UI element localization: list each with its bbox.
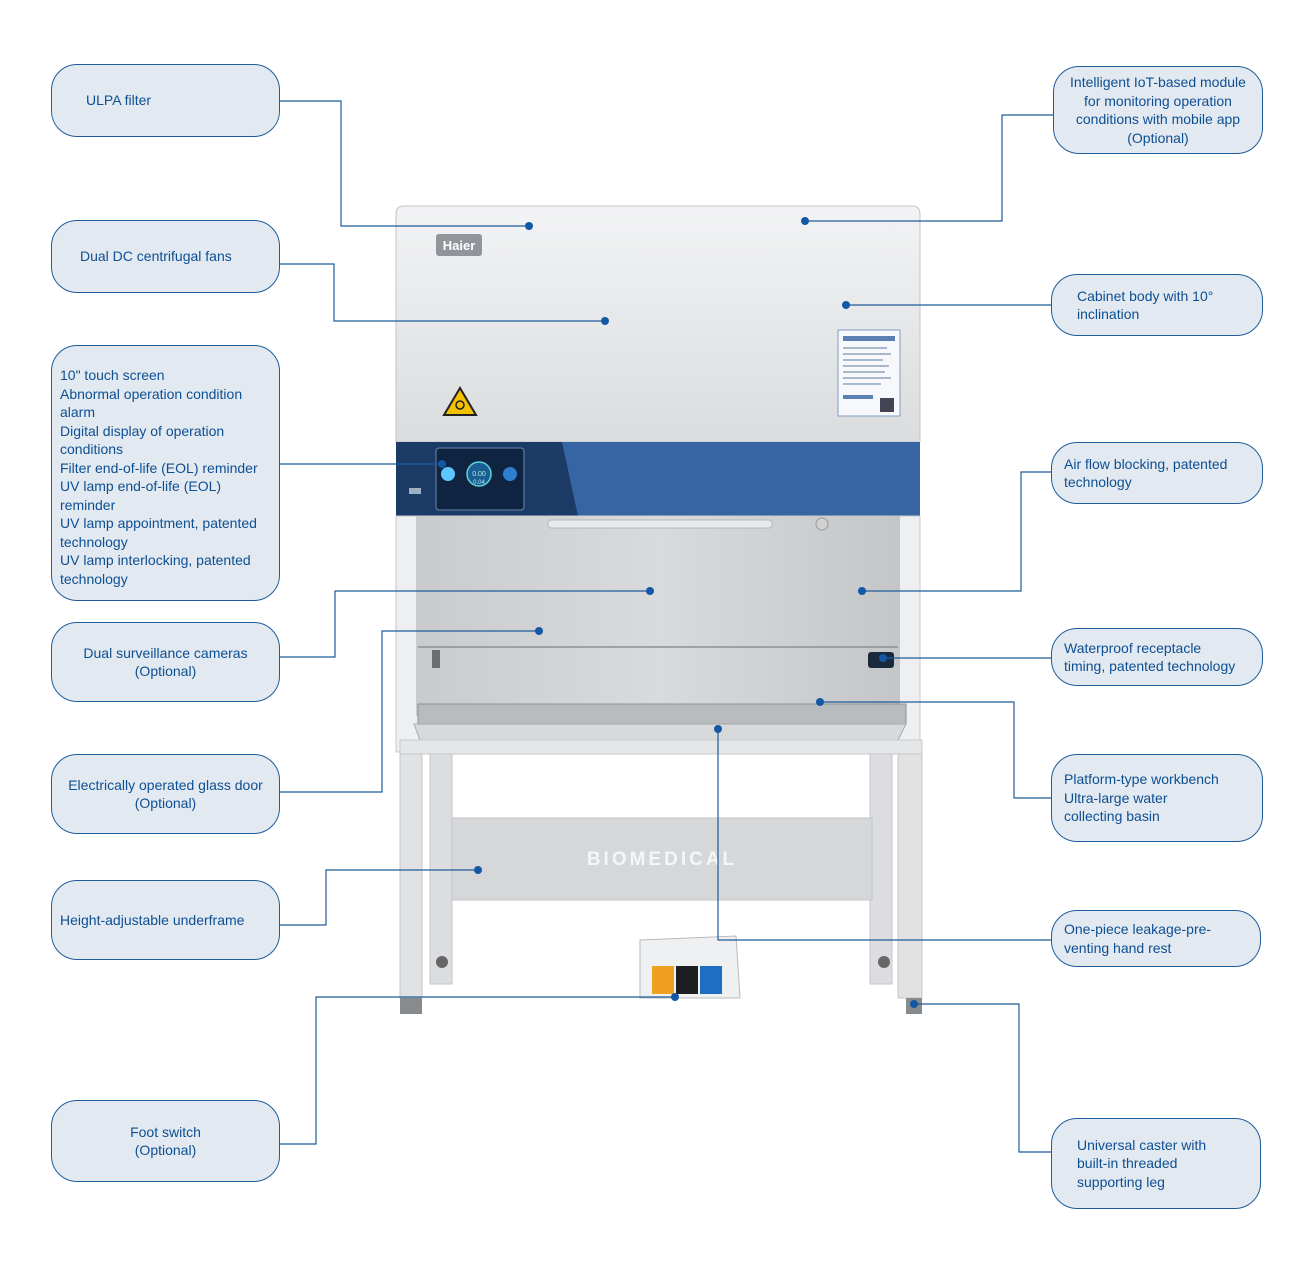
armrest (414, 724, 906, 740)
callout-caster-text: Universal caster with built-in threaded … (1077, 1136, 1206, 1192)
screen-reading-2: 0.04 (473, 480, 485, 486)
callout-ulpa-filter: ULPA filter (51, 64, 280, 137)
callout-hand-rest: One-piece leakage-pre- venting hand rest (1051, 910, 1261, 967)
callout-foot-switch-text: Foot switch (Optional) (130, 1123, 201, 1160)
right-leg (898, 754, 922, 998)
haier-logo: Haier (443, 238, 476, 253)
callout-caster: Universal caster with built-in threaded … (1051, 1118, 1261, 1209)
callout-cabinet-body-text: Cabinet body with 10° inclination (1077, 287, 1213, 324)
callout-air-flow-text: Air flow blocking, patented technology (1064, 455, 1227, 492)
biomedical-text: BIOMEDICAL (587, 849, 737, 870)
callout-air-flow: Air flow blocking, patented technology (1051, 442, 1263, 504)
callout-touch-screen: 10" touch screen Abnormal operation cond… (51, 345, 280, 601)
stand-top-rail (400, 740, 922, 754)
callout-dc-fans: Dual DC centrifugal fans (51, 220, 280, 293)
callout-touch-screen-text: 10" touch screen Abnormal operation cond… (60, 366, 258, 588)
worksurface (418, 704, 906, 724)
callout-waterproof-text: Waterproof receptacle timing, patented t… (1064, 639, 1235, 676)
uv-lamp (548, 520, 772, 528)
callout-ulpa-filter-text: ULPA filter (86, 91, 151, 110)
left-leg (400, 754, 422, 998)
callout-underframe-text: Height-adjustable underframe (60, 911, 244, 930)
callout-waterproof: Waterproof receptacle timing, patented t… (1051, 628, 1263, 686)
chamber-interior (416, 516, 900, 716)
callout-foot-switch: Foot switch (Optional) (51, 1100, 280, 1182)
screen-reading-1: 0.00 (472, 471, 486, 478)
callout-hand-rest-text: One-piece leakage-pre- venting hand rest (1064, 920, 1211, 957)
callout-glass-door: Electrically operated glass door (Option… (51, 754, 280, 834)
callout-iot-module: Intelligent IoT-based module for monitor… (1053, 66, 1263, 154)
callout-glass-door-text: Electrically operated glass door (Option… (68, 776, 263, 813)
callout-workbench-text: Platform-type workbench Ultra-large wate… (1064, 770, 1219, 826)
callout-dc-fans-text: Dual DC centrifugal fans (80, 247, 232, 266)
callout-cameras-text: Dual surveillance cameras (Optional) (83, 644, 247, 681)
callout-underframe: Height-adjustable underframe (51, 880, 280, 960)
callout-cabinet-body: Cabinet body with 10° inclination (1051, 274, 1263, 336)
callout-iot-module-text: Intelligent IoT-based module for monitor… (1070, 73, 1246, 147)
callout-workbench: Platform-type workbench Ultra-large wate… (1051, 754, 1263, 842)
callout-cameras: Dual surveillance cameras (Optional) (51, 622, 280, 702)
